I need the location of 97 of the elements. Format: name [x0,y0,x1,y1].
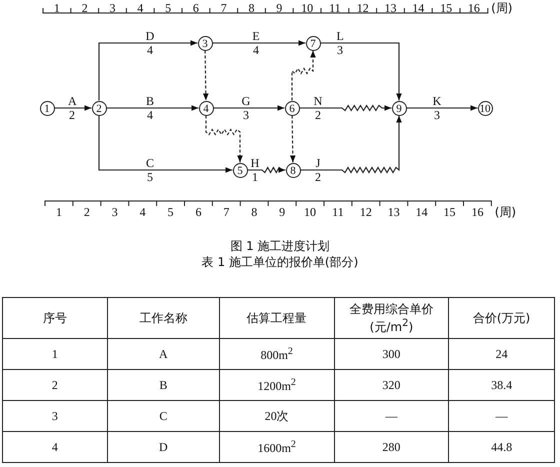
activity-arrow [214,105,284,111]
edge-label: N 2 [314,94,322,122]
week-number: 14 [416,206,428,218]
activity-arrow [54,105,92,111]
column-header: 全费用综合单价(元/m$^{2}$) [334,298,449,338]
column-header: 序号 [2,298,108,338]
week-number: 4 [140,206,146,218]
event-circle: 3 [198,36,212,50]
week-number: 13 [384,2,396,14]
table-cell: 800m$^{2}$ [219,338,334,370]
table-cell: 38.4 [448,370,554,400]
activity-arrow [300,116,402,174]
week-number: 12 [356,2,369,14]
week-number: 15 [440,2,452,14]
week-number: 9 [279,206,286,218]
table-cell: 24 [448,338,554,370]
dummy-arrow [290,116,296,162]
week-number: 14 [412,2,424,14]
week-number: 16 [471,206,484,218]
week-number: 2 [82,2,88,14]
event-circle: 1 [40,100,54,116]
table-cell: C [107,400,220,432]
week-number: 7 [220,2,227,14]
week-number: 6 [195,206,202,218]
event-circle: 5 [232,162,248,178]
week-number: 7 [223,206,230,218]
week-number: 3 [110,2,116,14]
week-number: 10 [301,2,314,14]
table-cell: — [448,400,554,432]
edge-label: J 2 [315,156,321,184]
table-cell: A [107,338,220,370]
week-number: 9 [276,2,282,14]
table-cell: 1200m$^{2}$ [219,370,334,400]
event-circle: 8 [286,162,300,178]
table-cell: 44.8 [448,432,554,462]
event-circle: 4 [198,100,214,116]
week-number: 4 [137,2,144,14]
week-number: 2 [84,206,90,218]
week-number: 15 [444,206,456,218]
event-circle: 2 [92,100,106,116]
dummy-arrow [291,50,316,100]
table-cell: D [107,432,220,462]
table-cell: B [107,370,220,400]
caption: 表 1 施工单位的报价单(部分) [200,255,360,270]
activity-arrow [98,40,198,100]
edge-label: B 4 [146,94,154,122]
activity-arrow [248,166,286,174]
week-number: 1 [54,2,60,14]
column-header: 工作名称 [107,298,220,338]
column-header: 合价(万元) [448,298,554,338]
activity-arrow [212,40,306,46]
week-number: 13 [388,206,400,218]
edge-label: K 3 [432,94,442,122]
table-cell: 3 [2,400,108,432]
event-circle: 6 [284,100,300,116]
table-cell: 4 [2,432,108,462]
week-number: 6 [192,2,199,14]
edge-label: L 3 [336,29,344,57]
table-cell: 20次 [219,400,334,432]
event-circle: 7 [306,36,320,50]
week-number: 10 [304,206,316,218]
week-number: 12 [360,206,372,218]
edge-label: C 5 [146,156,154,184]
week-number: 8 [248,2,254,14]
column-header: 估算工程量 [219,298,334,338]
edge-label: G 3 [242,94,250,122]
axis-unit: (周) [491,2,512,14]
edge-label: D 4 [146,29,154,57]
edge-label: H 1 [250,156,260,184]
edge-label: A 2 [68,94,76,122]
activity-arrow [106,105,198,111]
table-cell: 300 [334,338,449,370]
caption: 图 1 施工进度计划 [229,239,331,254]
table-cell: 1 [2,338,108,370]
activity-arrow [320,42,402,100]
activity-arrow [98,116,232,173]
week-number: 11 [332,206,344,218]
activity-arrow [300,104,392,112]
table-cell: 1600m$^{2}$ [219,432,334,462]
week-number: 5 [165,2,172,14]
week-number: 11 [329,2,341,14]
week-number: 1 [56,206,62,218]
table-cell: 280 [334,432,449,462]
week-number: 16 [468,2,480,14]
table-cell: 320 [334,370,449,400]
week-number: 3 [112,206,118,218]
edge-label: E 4 [252,29,260,57]
activity-arrow [406,105,478,111]
dummy-arrow [202,50,209,100]
table-cell: — [334,400,449,432]
table-cell: 2 [2,370,108,400]
axis-unit: (周) [494,206,516,218]
week-number: 5 [168,206,174,218]
dummy-arrow [205,116,243,162]
event-circle: 9 [392,100,406,116]
week-number: 8 [251,206,258,218]
event-circle: 10 [478,100,492,116]
